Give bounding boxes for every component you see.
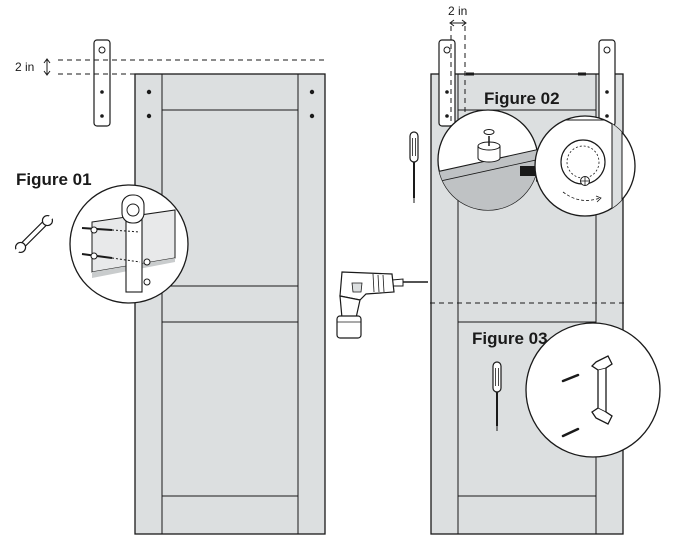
top-offset-label: 2 in [15,60,34,74]
hanger-icon [598,39,616,127]
screwdriver-icon [409,131,419,203]
hanger-icon [93,39,111,127]
figure-02-label: Figure 02 [484,89,560,108]
wrench-icon [14,214,54,254]
figure-01-label: Figure 01 [16,170,92,189]
drill-icon [336,271,428,339]
side-offset-dimension: 2 in [448,4,467,130]
screwdriver-icon [492,361,502,431]
hanger-icon [438,39,456,127]
figure-02-inset-b [534,115,636,217]
top-offset-dimension: 2 in [15,58,328,76]
figure-02-inset-a [437,109,539,211]
figure-03-label: Figure 03 [472,329,548,348]
side-offset-label: 2 in [448,4,467,18]
figure-01-inset [69,184,189,304]
left-door [134,73,326,535]
figure-03-inset [525,322,661,458]
handle-icon [590,355,613,425]
